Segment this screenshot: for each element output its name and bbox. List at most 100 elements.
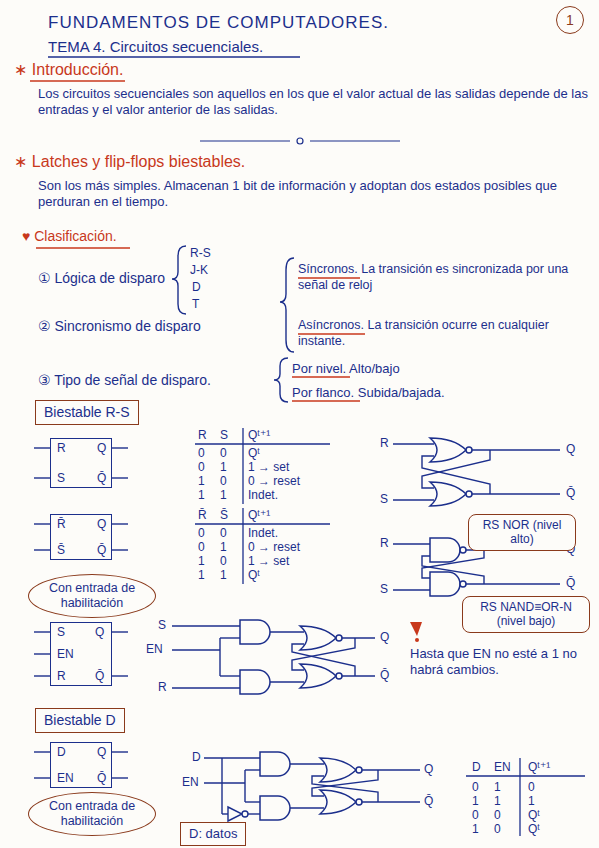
- signal-name: Q: [424, 762, 433, 777]
- caption-box: D: datos: [180, 822, 246, 846]
- table-cell: 0: [198, 526, 205, 541]
- node-text: RS NOR (nivel alto): [477, 518, 567, 547]
- pin-name: Q: [95, 625, 104, 639]
- pin-name: S: [57, 471, 65, 485]
- table-cell: 1: [220, 568, 227, 583]
- and-gate: [240, 620, 270, 644]
- nor-gate: [430, 438, 472, 462]
- section-heading: ∗ Latches y flip-flops biestables.: [14, 152, 245, 172]
- table-cell: Qᵗ: [528, 808, 540, 823]
- table-cell: 1: [472, 822, 479, 837]
- latch-symbol: R S Q Q̄: [50, 438, 112, 488]
- node-text: D: datos: [189, 826, 237, 842]
- pin-name: Q: [97, 517, 106, 531]
- signal-name: S: [380, 492, 388, 507]
- table-cell: 1 → set: [248, 554, 289, 569]
- table-header: Qᵗ⁺¹: [248, 428, 270, 443]
- underlines: [48, 56, 300, 57]
- table-cell: 0 → reset: [248, 540, 300, 555]
- circuit-caption: RS NAND≡OR-N (nivel bajo): [462, 596, 590, 633]
- table-cell: 1: [198, 554, 205, 569]
- signal-name: Q̄: [566, 576, 575, 591]
- table-cell: 1: [472, 794, 479, 809]
- nor-gate: [300, 626, 342, 650]
- table-cell: Qᵗ: [248, 568, 260, 583]
- option-text: Asíncronos. La transición ocurre en cual…: [298, 318, 588, 349]
- table-cell: 0: [220, 554, 227, 569]
- option-text: Por nivel. Alto/bajo: [292, 361, 400, 377]
- pin-name: R: [57, 669, 66, 683]
- separator: [200, 138, 400, 144]
- table-cell: 0: [198, 446, 205, 461]
- table-cell: 0: [472, 780, 479, 795]
- nand-gate: [430, 538, 466, 562]
- note-text: Hasta que EN no esté a 1 no habrá cambio…: [410, 646, 590, 679]
- table-header: S̄: [220, 508, 228, 523]
- table-header: S: [220, 428, 228, 443]
- table-cell: 0: [220, 446, 227, 461]
- pin-name: Q: [97, 745, 106, 759]
- pin-name: Q̄: [95, 669, 104, 683]
- table-cell: 0: [472, 808, 479, 823]
- and-gate: [260, 796, 290, 820]
- node-text: RS NAND≡OR-N (nivel bajo): [471, 600, 581, 629]
- and-gate: [240, 670, 270, 694]
- and-gate: [260, 752, 290, 776]
- signal-name: S: [158, 618, 166, 633]
- node-text: 1: [566, 12, 574, 29]
- paragraph: Son los más simples. Almacenan 1 bit de …: [38, 178, 593, 211]
- pin-name: R̄: [57, 517, 66, 531]
- table-header: R: [198, 428, 207, 443]
- table-cell: Qᵗ: [528, 822, 540, 837]
- pin-name: Q̄: [97, 471, 106, 485]
- circuit-caption: RS NOR (nivel alto): [468, 514, 576, 551]
- list-item: ① Lógica de disparo: [38, 270, 165, 288]
- table-cell: 0: [220, 474, 227, 489]
- signal-name: Q: [566, 442, 575, 457]
- list-item: ③ Tipo de señal de disparo.: [38, 372, 211, 390]
- table-cell: 1: [198, 488, 205, 503]
- latch-symbol: R̄S̄QQ̄: [50, 514, 112, 560]
- enable-latch-wires: [172, 626, 375, 688]
- nand-gate: [430, 572, 466, 596]
- table-cell: 0: [494, 808, 501, 823]
- pin-name: Q: [97, 441, 106, 455]
- table-cell: 1: [220, 488, 227, 503]
- section-box: Biestable R-S: [35, 400, 139, 425]
- callout-ellipse: Con entrada de habilitación: [28, 574, 156, 618]
- option-text: R-S: [190, 246, 211, 261]
- table-cell: 1 → set: [248, 460, 289, 475]
- table-header: EN: [494, 760, 511, 775]
- signal-name: Q̄: [424, 794, 433, 809]
- signal-name: R: [158, 680, 167, 695]
- nor-gate: [320, 790, 362, 814]
- option-text: D: [192, 280, 201, 295]
- signal-name: D: [192, 750, 201, 765]
- table-cell: 0: [220, 526, 227, 541]
- signal-name: R: [380, 536, 389, 551]
- node-text: Biestable R-S: [44, 404, 130, 421]
- table-cell: 1: [494, 780, 501, 795]
- table-header: Qᵗ⁺¹: [248, 508, 270, 523]
- subheading: ♥ Clasificación.: [22, 228, 117, 246]
- signal-name: EN: [146, 642, 163, 657]
- table-cell: 0 → reset: [248, 474, 300, 489]
- table-cell: 0: [528, 780, 535, 795]
- option-text: T: [192, 297, 199, 312]
- table-header: D: [472, 760, 481, 775]
- table-cell: 1: [198, 474, 205, 489]
- table-cell: 1: [198, 568, 205, 583]
- list-item: ② Sincronismo de disparo: [38, 318, 201, 336]
- pin-name: Q̄: [97, 543, 106, 557]
- signal-name: EN: [182, 775, 199, 790]
- nor-latch-wires: [393, 444, 560, 500]
- nand-latch-wires: [393, 544, 560, 590]
- signal-name: Q̄: [380, 668, 389, 683]
- latch-symbol: DENQQ̄: [50, 742, 112, 788]
- latch-symbol: SENRQQ̄: [50, 622, 112, 686]
- page-title: FUNDAMENTOS DE COMPUTADORES.: [48, 12, 389, 33]
- pin-name: R: [57, 441, 66, 455]
- nor-gate: [300, 664, 342, 688]
- node-text: Biestable D: [44, 712, 116, 729]
